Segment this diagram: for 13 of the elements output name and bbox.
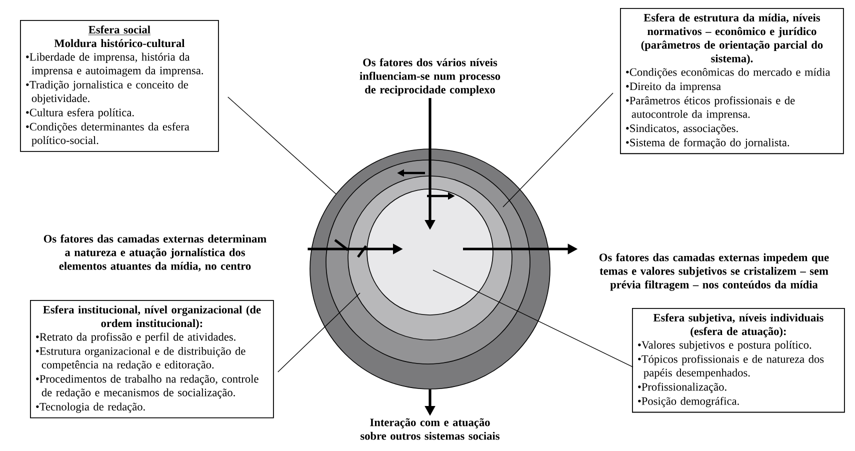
- text-box: Esfera subjetiva, níveis individuais (esfera de atuação): •Valores subjetivos e postura político. •Tópicos profissionais e de natureza dos papéis desempenhados. •Profissionalização. •Posição demográfica.: [632, 308, 845, 413]
- text-box: Esfera de estrutura da mídia, níveis normativos – econômico e jurídico (parâmetros de orientação parcial do sistema). •Condições econômicas do mercado e mídia •Direito da imprensa •Parâmetros éticos profissionais e de autocontrole da imprensa. •Sindicatos, associações. •Sistema de formação do jornalista.: [620, 8, 844, 154]
- statement-text: Interação com e atuação sobre outros sistemas sociais: [360, 418, 500, 440]
- statement-text: Os fatores dos vários níveis influenciam-se num processo de reciprocidade complexo: [360, 58, 500, 96]
- leader-line: [502, 92, 614, 208]
- text-box: Esfera institucional, nível organizacional (de ordem institucional): •Retrato da profissão e perfil de atividades. •Estrutura organizacional e de distribuição de competência na redação e editoração. •Procedimentos de trabalho na redação, controle de redação e mecanismos de socialização. •Tecnologia de redação.: [30, 300, 274, 418]
- leader-line: [228, 96, 336, 194]
- leader-line: [432, 270, 634, 368]
- leader-line: [278, 292, 360, 372]
- statement-text: Os fatores das camadas externas impedem que temas e valores subjetivos se cristalizem – sem prévia filtragem – nos conteúdos da mídia: [599, 253, 829, 291]
- ring: [366, 188, 494, 316]
- statement-text: Os fatores das camadas externas determinam a natureza e atuação jornalística dos elementos atuantes da mídia, no centro: [44, 234, 266, 272]
- text-box: Esfera social Moldura histórico-cultural •Liberdade de imprensa, história da imprensa e autoimagem da imprensa. •Tradição jornalistica e conceito de objetividade. •Cultura esfera política. •Condições determinantes da esfera político-social.: [20, 20, 219, 152]
